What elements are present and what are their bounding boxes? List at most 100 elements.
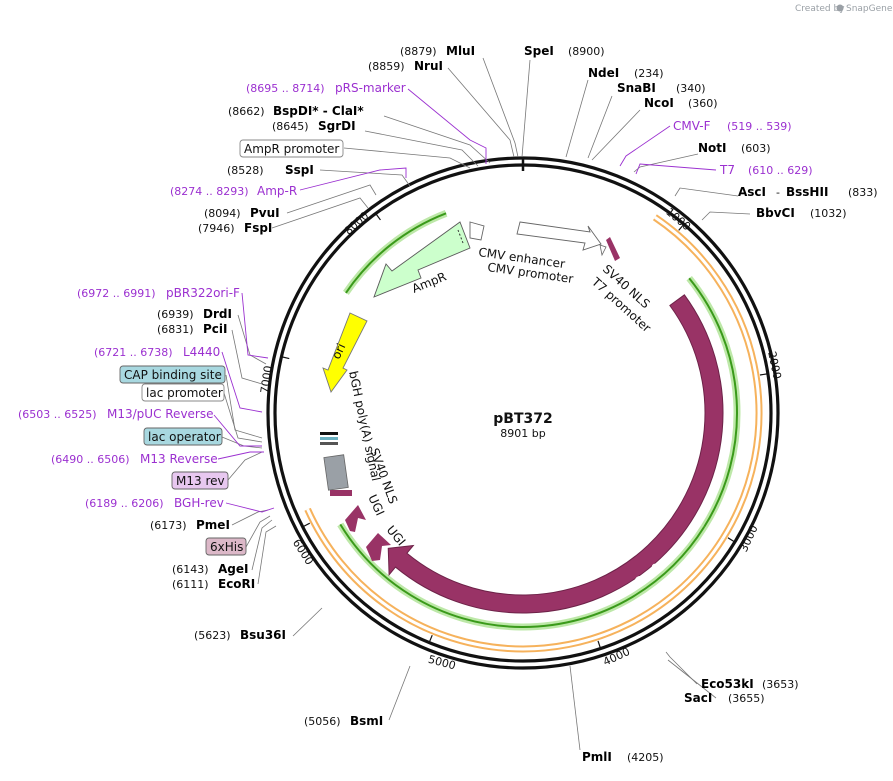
mlui-position: (8879) [400, 45, 437, 58]
leader-pvui [286, 184, 377, 214]
leader-l4440 [221, 351, 263, 413]
bsmi-name: BsmI [350, 714, 383, 728]
leader-m13-puc [213, 414, 262, 447]
leader-spei [521, 59, 531, 158]
label-m13-puc-reverse: (6503 .. 6525) M13/pUC Reverse [18, 407, 214, 421]
spei-name: SpeI [524, 44, 554, 58]
ncoi-position: (360) [688, 97, 718, 110]
leader-bbvci [701, 211, 751, 221]
label-nrui: (8859) NruI [368, 59, 443, 73]
snabi-name: SnaBI [617, 81, 656, 95]
leader-pcii [231, 329, 263, 385]
snapgene-logo-icon [836, 4, 844, 12]
label-sspi: (8528) SspI [227, 163, 314, 177]
label-m13-reverse: (6490 .. 6506) M13 Reverse [51, 452, 218, 466]
label-asci-bsshii: AscI - BssHII (833) [738, 185, 878, 199]
leader-ampr-promoter [343, 147, 471, 169]
lac-promoter-box-frame [141, 383, 225, 402]
cas9-orf-orange-band-core [654, 216, 761, 540]
nrui-position: (8859) [368, 60, 405, 73]
snabi-position: (340) [676, 82, 706, 95]
pvui-name: PvuI [250, 206, 280, 220]
sspi-name: SspI [285, 163, 314, 177]
tick-8000 [375, 213, 381, 221]
t7-name: T7 [719, 163, 735, 177]
leader-asci [674, 187, 739, 197]
bbvci-name: BbvCI [756, 206, 795, 220]
ampr-green-band-core [345, 212, 447, 294]
bottom-orange-band-core [306, 508, 725, 651]
pmei-position: (6173) [150, 519, 187, 532]
label-ndei: NdeI (234) [588, 66, 664, 80]
tick-label-5000: 5000 [427, 653, 457, 673]
label-agei: (6143) AgeI [172, 562, 248, 576]
ampr-promoter-box-frame [239, 139, 344, 158]
tick-1000 [678, 223, 685, 231]
fspi-position: (7946) [198, 222, 235, 235]
ori-label: ori [329, 341, 348, 361]
prs-marker-name: pRS-marker [335, 81, 406, 95]
ecori-position: (6111) [172, 578, 209, 591]
ugi-arrow-2 [366, 533, 391, 561]
m13-reverse-name: M13 Reverse [140, 452, 218, 466]
ndei-position: (234) [634, 67, 664, 80]
t7-range: (610 .. 629) [748, 164, 813, 177]
agei-position: (6143) [172, 563, 209, 576]
pbr322ori-f-name: pBR322ori-F [166, 286, 240, 300]
eco53ki-name: Eco53kI [701, 677, 754, 691]
leader-bsmi [388, 665, 411, 721]
bsu36i-name: Bsu36I [240, 628, 286, 642]
tick-label-7000: 7000 [258, 365, 275, 395]
ori-feature-arrow [322, 312, 368, 393]
bsshii-name: BssHII [786, 185, 828, 199]
leader-bsu36i [292, 607, 323, 637]
pvui-position: (8094) [204, 207, 241, 220]
his-tag-box: 6xHis [205, 537, 247, 556]
leader-amp-r [299, 167, 407, 191]
label-pvui: (8094) PvuI [204, 206, 280, 220]
leader-m13-reverse [217, 451, 264, 460]
leader-m13-rev [227, 451, 263, 481]
pmli-name: PmlI [582, 750, 612, 764]
saci-position: (3655) [728, 692, 765, 705]
snapgene-brand-label: SnapGene [846, 4, 893, 14]
leader-cmv-f [619, 125, 671, 167]
asci-separator: - [776, 186, 780, 199]
cap-site-box: CAP binding site [119, 365, 226, 384]
amp-r-range: (8274 .. 8293) [170, 185, 249, 198]
amp-r-name: Amp-R [257, 184, 297, 198]
plasmid-name: pBT372 [493, 411, 552, 427]
l4440-name: L4440 [183, 345, 220, 359]
t7-promoter-marker [599, 244, 607, 257]
bbvci-position: (1032) [810, 207, 847, 220]
leader-cap-site [225, 374, 263, 439]
bgh-polya-box [323, 454, 349, 491]
tick-7000 [281, 356, 290, 360]
leader-lac-promoter [223, 392, 263, 443]
label-prs-marker: (8695 .. 8714) pRS-marker [246, 81, 406, 95]
label-bsmi: (5056) BsmI [304, 714, 383, 728]
tick-4000 [597, 640, 602, 649]
leader-saci [667, 659, 717, 699]
ncoi-name: NcoI [644, 96, 674, 110]
leader-6xhis [245, 515, 271, 548]
asci-name: AscI [738, 185, 766, 199]
bspdi-clai-name: BspDI* - ClaI* [273, 104, 364, 118]
his-tag-box-frame [205, 537, 247, 556]
leader-lines [213, 57, 751, 751]
fspi-name: FspI [244, 221, 272, 235]
leader-ndei [565, 79, 589, 158]
ampr-promoter-box-text: AmpR promoter [244, 142, 339, 156]
leader-agei [251, 519, 273, 571]
created-by-label: Created by [795, 4, 845, 14]
label-mlui: (8879) MluI [400, 44, 475, 58]
label-pmli: PmlI (4205) [582, 750, 664, 764]
pcii-position: (6831) [157, 323, 194, 336]
leader-t7 [635, 163, 717, 175]
tick-2000 [759, 373, 768, 376]
tick-label-3000: 3000 [737, 523, 761, 554]
label-t7: T7 (610 .. 629) [719, 163, 813, 177]
sgrdi-name: SgrDI [318, 119, 356, 133]
leader-eco53ki [665, 651, 698, 685]
his-tag-box-text: 6xHis [210, 540, 243, 554]
